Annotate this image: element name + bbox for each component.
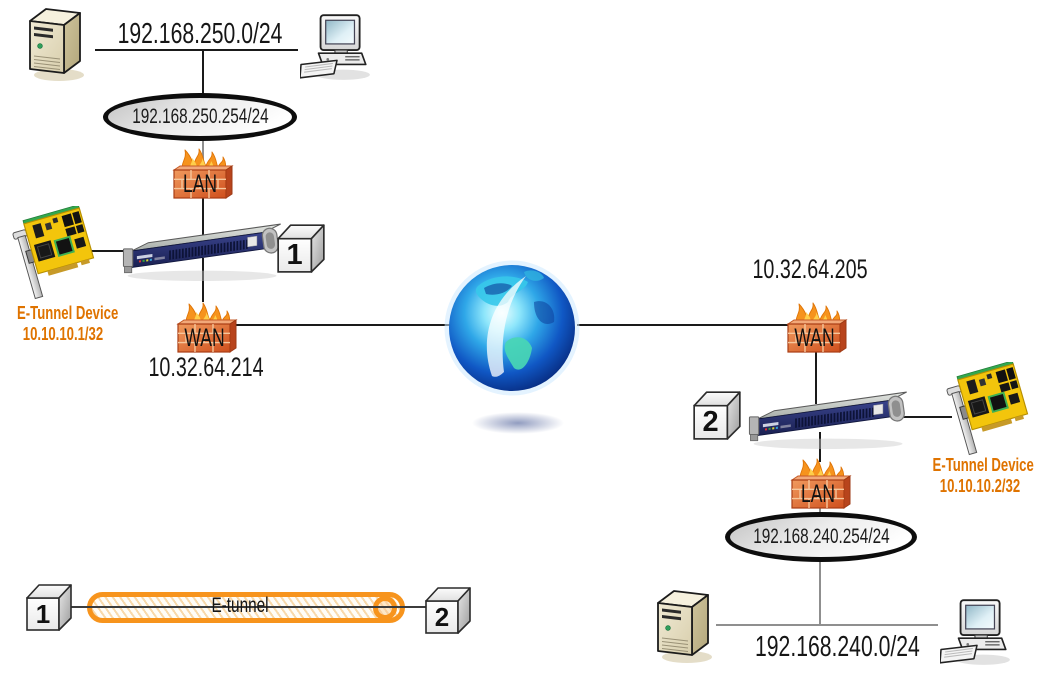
lan-drop-line-a [202, 50, 204, 95]
site-b-subnet-label: 192.168.240.0/24 [755, 631, 920, 663]
wan-firewall-label-b: WAN [794, 324, 835, 352]
site-b-gateway-ellipse: 192.168.240.254/24 [725, 512, 917, 562]
wan-firewall-label-a: WAN [184, 324, 225, 352]
tunnel-device-ip-b: 10.10.10.2/32 [939, 476, 1021, 496]
lan-firewall-icon-b: LAN [790, 456, 852, 510]
lan-segment-line-b [716, 624, 938, 626]
server-icon [22, 4, 88, 82]
legend-cube-1-number: 1 [35, 598, 51, 629]
legend-cube-2-number: 2 [434, 601, 450, 632]
gateway-drop-line-b [819, 560, 821, 626]
wanfw-to-device-line-b [815, 344, 817, 404]
site-b-gateway-label: 192.168.240.254/24 [752, 525, 890, 548]
node-cube-b-number: 2 [702, 406, 719, 439]
legend-cube-2: 2 [423, 584, 473, 636]
tunnel-label: E-tunnel [211, 594, 269, 617]
wan-firewall-icon-b: WAN [786, 300, 848, 354]
wan-firewall-icon-a: WAN [176, 300, 238, 354]
workstation-icon-b [940, 598, 1014, 666]
lanfw-to-gateway-line-b [819, 502, 821, 516]
site-a-gateway-ellipse: 192.168.250.254/24 [103, 93, 297, 141]
appliance-icon-b [736, 390, 916, 450]
legend-cube-1: 1 [24, 581, 74, 633]
appliance-icon-a [110, 222, 290, 282]
nic-card-icon-b [942, 362, 1038, 458]
site-a-subnet-label: 192.168.250.0/24 [117, 18, 283, 50]
workstation-icon [300, 13, 374, 81]
gateway-to-lanfw-line-a [202, 140, 204, 160]
server-icon-b [650, 586, 716, 664]
tunnel-axis-line [70, 606, 428, 608]
internet-globe-icon [440, 258, 590, 436]
lanfw-to-device-line-a [202, 198, 204, 235]
lan-segment-line-a [95, 49, 298, 51]
node-cube-a-number: 1 [286, 239, 303, 272]
site-b-wan-ip-label: 10.32.64.205 [752, 254, 868, 284]
tunnel-device-title-a: E-Tunnel Device [17, 303, 119, 323]
site-a-gateway-label: 192.168.250.254/24 [131, 105, 269, 128]
wanfw-to-internet-line-a [232, 324, 454, 326]
lan-firewall-icon-a: LAN [172, 146, 234, 200]
nic-to-device-line-a [78, 250, 128, 252]
tunnel-device-ip-a: 10.10.10.1/32 [22, 324, 104, 344]
device-to-nic-line-b [900, 416, 952, 418]
lan-firewall-label-b: LAN [800, 480, 836, 508]
nic-card-icon-a [8, 206, 104, 302]
internet-to-wanfw-line-b [577, 324, 790, 326]
tunnel-device-title-b: E-Tunnel Device [932, 455, 1034, 475]
node-cube-a: 1 [274, 221, 328, 275]
lan-firewall-label-a: LAN [182, 170, 218, 198]
site-a-wan-ip-label: 10.32.64.214 [148, 352, 264, 382]
node-cube-b: 2 [690, 388, 744, 442]
